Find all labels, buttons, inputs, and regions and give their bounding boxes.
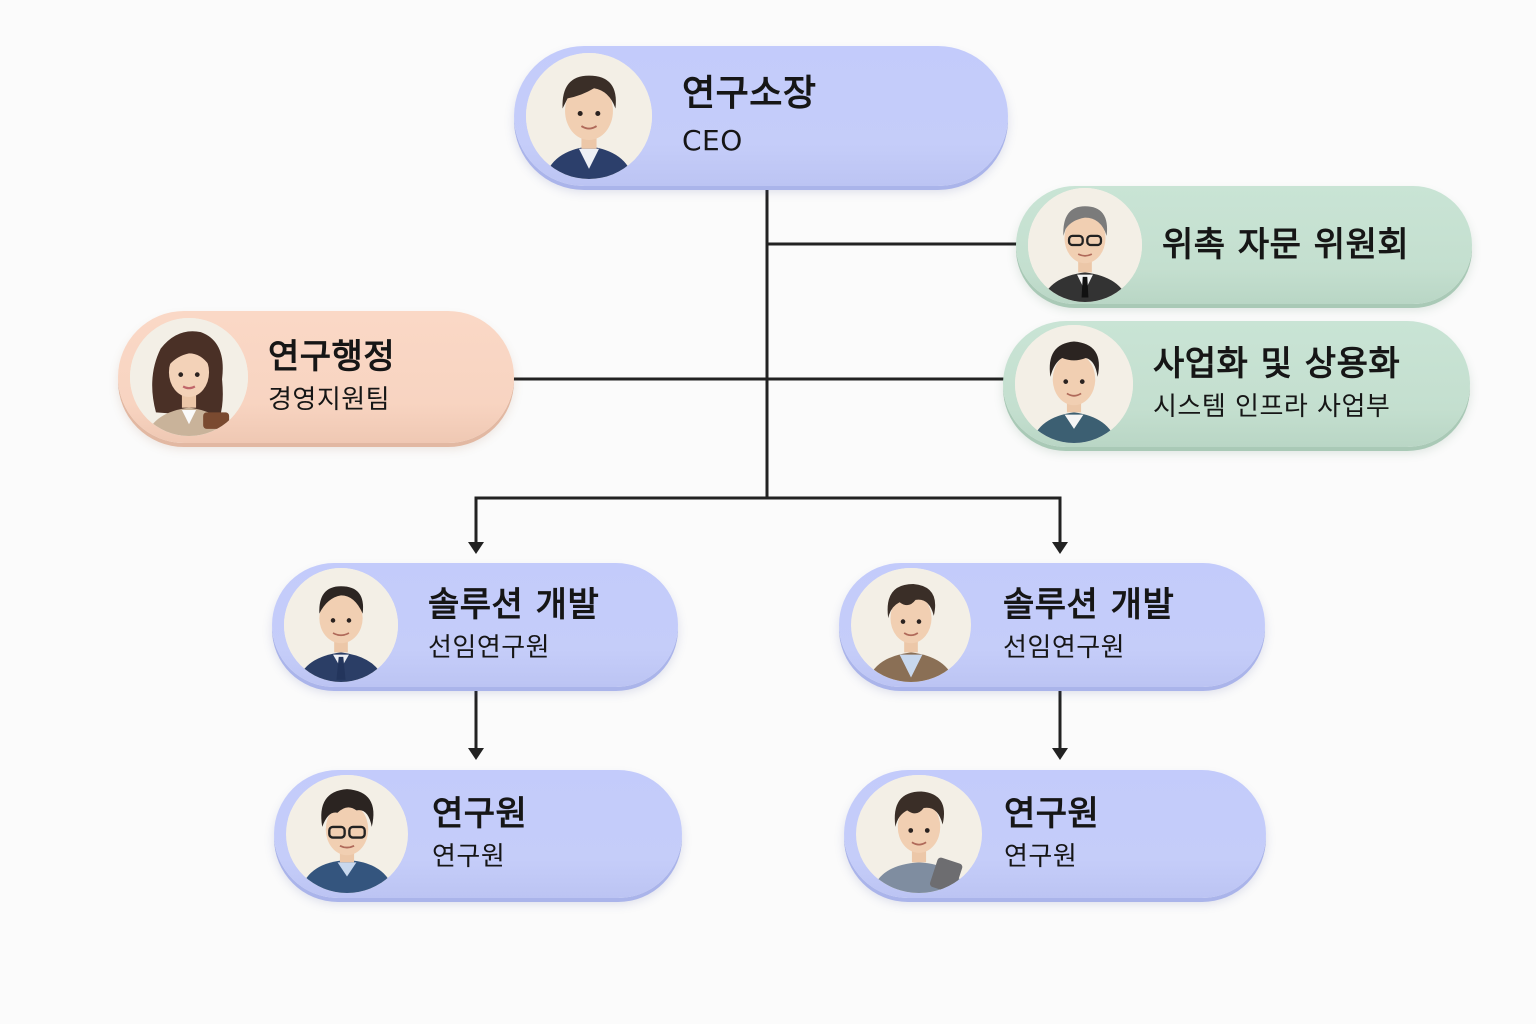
node-subtitle: 경영지원팀 (268, 384, 391, 415)
woman-beige-blazer-avatar (130, 318, 248, 436)
node-ceo[interactable]: 연구소장 CEO (514, 46, 1008, 186)
arrow-to-dev-right (1052, 542, 1068, 554)
node-research-admin[interactable]: 연구행정 경영지원팀 (118, 311, 514, 443)
man-glasses-hoodie-avatar (286, 775, 408, 893)
node-subtitle: 선임연구원 (1003, 632, 1126, 663)
node-subtitle: 선임연구원 (428, 632, 551, 663)
node-advisory-committee[interactable]: 위촉 자문 위원회 (1016, 186, 1472, 304)
man-tablet-avatar (856, 775, 982, 893)
node-title: 사업화 및 상용화 (1153, 343, 1401, 384)
node-title: 솔루션 개발 (428, 584, 600, 625)
node-subtitle: 연구원 (432, 841, 506, 872)
node-title: 솔루션 개발 (1003, 584, 1175, 625)
node-subtitle: CEO (682, 124, 743, 158)
node-title: 연구원 (432, 793, 528, 834)
man-navy-suit-avatar (526, 53, 652, 179)
arrow-to-res-left (468, 748, 484, 760)
node-title: 연구소장 (682, 73, 817, 115)
node-researcher-left[interactable]: 연구원 연구원 (274, 770, 682, 898)
node-subtitle: 연구원 (1004, 841, 1078, 872)
node-researcher-right[interactable]: 연구원 연구원 (844, 770, 1266, 898)
young-man-teal-jacket-avatar (1015, 325, 1133, 443)
node-solution-dev-left[interactable]: 솔루션 개발 선임연구원 (272, 563, 678, 687)
edge-ceo-dev-branch (474, 496, 1062, 542)
node-solution-dev-right[interactable]: 솔루션 개발 선임연구원 (839, 563, 1265, 687)
node-commercialization[interactable]: 사업화 및 상용화 시스템 인프라 사업부 (1003, 321, 1470, 447)
node-title: 연구행정 (268, 336, 396, 377)
arrow-to-dev-left (468, 542, 484, 554)
gray-haired-man-glasses-avatar (1028, 188, 1142, 302)
node-subtitle: 시스템 인프라 사업부 (1153, 391, 1391, 422)
node-title: 연구원 (1004, 793, 1100, 834)
man-brown-jacket-avatar (851, 568, 971, 682)
man-navy-suit-tie-avatar (284, 568, 398, 682)
node-title: 위촉 자문 위원회 (1162, 224, 1410, 265)
arrow-to-res-right (1052, 748, 1068, 760)
